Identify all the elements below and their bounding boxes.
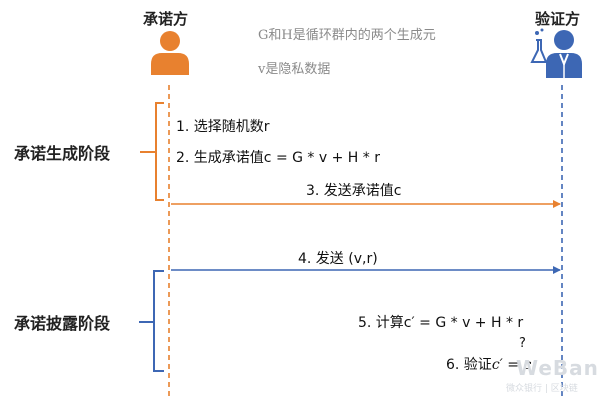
step-2-label: 2. 生成承诺值c = G * v + H * r bbox=[176, 150, 380, 166]
scientist-icon bbox=[530, 28, 582, 78]
commit-phase-label: 承诺生成阶段 bbox=[14, 144, 111, 163]
generator-note: G和H是循环群内的两个生成元 bbox=[258, 28, 436, 43]
commit-phase-bracket bbox=[140, 102, 164, 201]
step-5-label: 5. 计算c′ = G * v + H * r bbox=[358, 315, 524, 331]
webank-watermark-subtitle: 微众银行 | 区块链 bbox=[506, 384, 578, 394]
step-6-question-mark: ? bbox=[519, 336, 526, 351]
step-6-prefix: 6. 验证 bbox=[446, 357, 492, 373]
step-1-label: 1. 选择随机数r bbox=[176, 119, 270, 135]
step-3-label: 3. 发送承诺值c bbox=[306, 183, 402, 199]
reveal-phase-label: 承诺披露阶段 bbox=[14, 314, 111, 333]
webank-watermark: WeBank bbox=[516, 356, 600, 380]
committer-title: 承诺方 bbox=[143, 10, 189, 28]
committer-person-icon bbox=[151, 31, 189, 75]
step-6-label: 6. 验证c′ = c bbox=[446, 354, 531, 374]
verifier-title: 验证方 bbox=[535, 10, 581, 28]
step-4-label: 4. 发送 (v,r) bbox=[298, 251, 378, 267]
step-6-formula: c′ = c bbox=[491, 357, 532, 373]
reveal-phase-bracket bbox=[139, 270, 164, 372]
private-data-note: v是隐私数据 bbox=[258, 62, 331, 77]
